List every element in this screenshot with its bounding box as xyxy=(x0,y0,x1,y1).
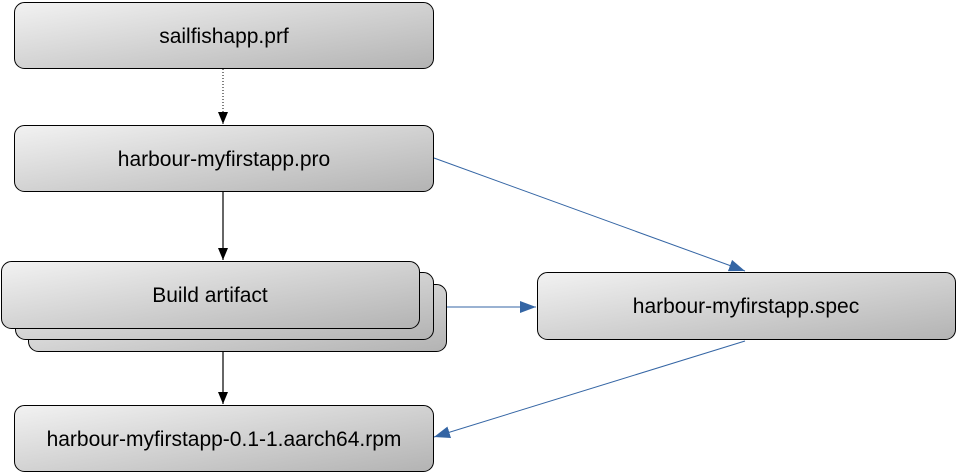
edge-spec-to-rpm xyxy=(433,340,746,439)
edge-pro-to-spec xyxy=(433,157,746,272)
node-prf-label: sailfishapp.prf xyxy=(159,25,289,48)
node-rpm-label: harbour-myfirstapp-0.1-1.aarch64.rpm xyxy=(47,428,402,451)
node-pro: harbour-myfirstapp.pro xyxy=(14,125,434,192)
node-spec-label: harbour-myfirstapp.spec xyxy=(633,295,859,318)
node-spec: harbour-myfirstapp.spec xyxy=(537,272,956,340)
node-build-label: Build artifact xyxy=(152,284,268,307)
node-rpm: harbour-myfirstapp-0.1-1.aarch64.rpm xyxy=(14,405,434,472)
node-pro-label: harbour-myfirstapp.pro xyxy=(118,148,330,171)
node-prf: sailfishapp.prf xyxy=(14,2,434,69)
node-build-artifact: Build artifact xyxy=(1,261,447,352)
